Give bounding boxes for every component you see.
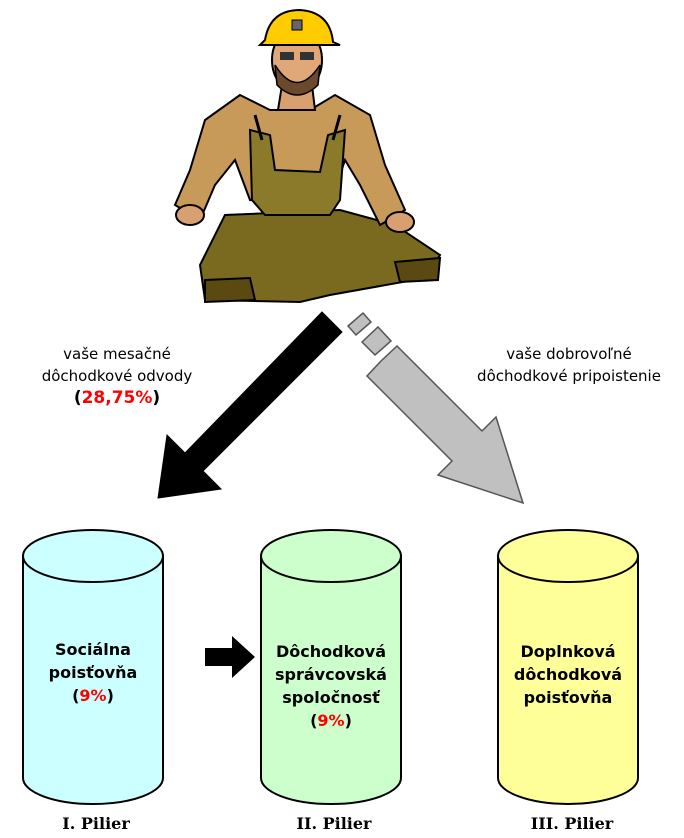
right-arrow-label: vaše dobrovoľné dôchodkové pripoistenie xyxy=(462,343,676,387)
left-pct-value: 28,75% xyxy=(81,388,153,408)
cylinder-2-pct-value: 9% xyxy=(317,711,345,730)
left-pct-open: ( xyxy=(73,388,82,408)
cylinder-2-pct: (9%) xyxy=(256,709,406,732)
pillar-1-label: I. Pilier xyxy=(62,814,130,833)
transfer-arrow xyxy=(205,636,255,678)
right-label-line2: dôchodkové pripoistenie xyxy=(477,367,661,385)
cylinder-3-body xyxy=(497,555,639,805)
cylinder-2-pct-close: ) xyxy=(344,711,352,730)
cylinder-1 xyxy=(22,529,164,805)
cylinder-3-line3: poisťovňa xyxy=(523,688,613,707)
cylinder-2 xyxy=(260,529,402,805)
left-label-line1: vaše mesačné xyxy=(63,345,171,363)
gray-arrow xyxy=(346,311,525,505)
cylinder-3-line1: Doplnková xyxy=(520,642,616,661)
cylinder-2-pct-open: ( xyxy=(310,711,318,730)
left-arrow-label: vaše mesačné dôchodkové odvody (28,75%) xyxy=(22,343,212,409)
cylinder-3 xyxy=(497,529,639,805)
cylinder-3-line2: dôchodková xyxy=(513,665,623,684)
cylinder-2-line2: správcovská xyxy=(275,665,387,684)
worker-illustration xyxy=(173,8,442,304)
cylinder-3-text: Doplnková dôchodková poisťovňa xyxy=(493,640,643,709)
cylinder-2-top xyxy=(260,529,402,583)
left-pct-close: ) xyxy=(152,388,161,408)
cylinder-1-pct-close: ) xyxy=(106,686,114,705)
cylinder-2-line3: spoločnosť xyxy=(282,688,380,707)
pillar-2-label: II. Pilier xyxy=(296,814,372,833)
cylinder-1-text: Sociálna poisťovňa (9%) xyxy=(18,638,168,707)
cylinder-1-line1: Sociálna xyxy=(55,640,131,659)
cylinder-2-line1: Dôchodková xyxy=(275,642,387,661)
cylinder-1-top xyxy=(22,529,164,583)
cylinder-1-line2: poisťovňa xyxy=(48,663,138,682)
cylinder-3-top xyxy=(497,529,639,583)
cylinder-2-body xyxy=(260,555,402,805)
pillar-3-label: III. Pilier xyxy=(530,814,614,833)
cylinder-1-body xyxy=(22,555,164,805)
black-arrow xyxy=(157,311,343,499)
left-label-percentage: (28,75%) xyxy=(22,387,212,409)
cylinder-1-pct: (9%) xyxy=(18,684,168,707)
left-label-line2: dôchodkové odvody xyxy=(41,367,193,385)
cylinder-1-pct-value: 9% xyxy=(79,686,107,705)
right-label-line1: vaše dobrovoľné xyxy=(506,345,632,363)
cylinder-2-text: Dôchodková správcovská spoločnosť (9%) xyxy=(256,640,406,732)
cylinder-1-pct-open: ( xyxy=(72,686,80,705)
